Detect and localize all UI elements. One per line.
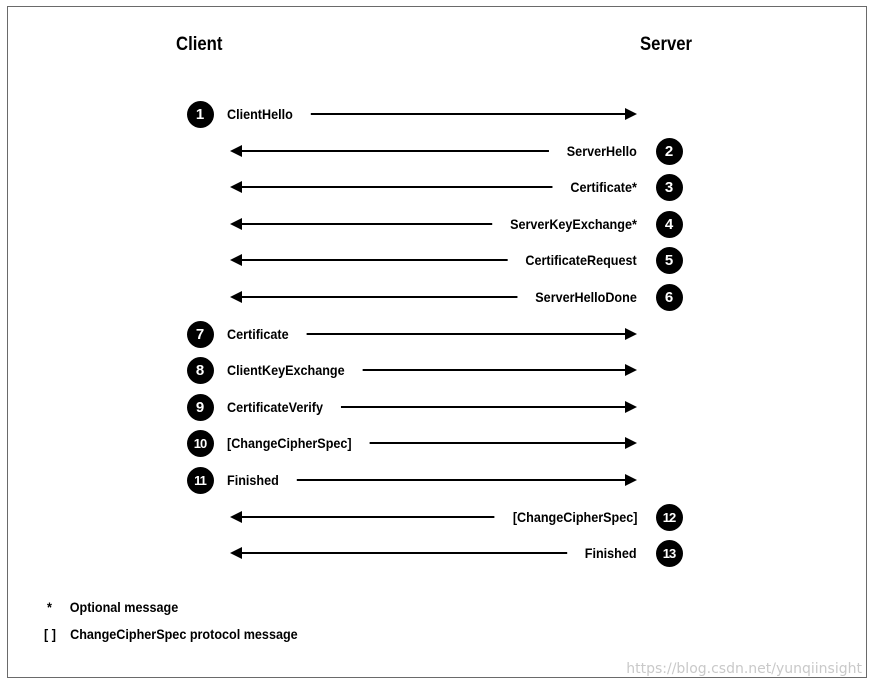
message-label-12: [ChangeCipherSpec] bbox=[512, 509, 637, 525]
message-label-9: CertificateVerify bbox=[227, 399, 323, 415]
step-badge-7: 7 bbox=[186, 320, 214, 348]
message-label-2: ServerHello bbox=[566, 143, 637, 159]
step-badge-11: 11 bbox=[186, 466, 214, 494]
diagram-frame bbox=[7, 6, 867, 678]
step-badge-13: 13 bbox=[655, 539, 683, 567]
step-badge-9: 9 bbox=[186, 393, 214, 421]
legend-ccs: [ ] ChangeCipherSpec protocol message bbox=[44, 626, 298, 642]
message-label-8: ClientKeyExchange bbox=[227, 362, 345, 378]
legend-ccs-text: ChangeCipherSpec protocol message bbox=[70, 626, 298, 642]
step-badge-12: 12 bbox=[655, 503, 683, 531]
message-label-11: Finished bbox=[227, 472, 279, 488]
step-badge-10: 10 bbox=[186, 429, 214, 457]
step-badge-1: 1 bbox=[186, 100, 214, 128]
server-header: Server bbox=[640, 34, 693, 55]
legend-optional-text: Optional message bbox=[69, 599, 179, 615]
step-badge-8: 8 bbox=[186, 356, 214, 384]
legend-optional-symbol: * bbox=[47, 599, 52, 615]
message-label-7: Certificate bbox=[227, 326, 289, 342]
message-label-4: ServerKeyExchange* bbox=[510, 216, 637, 232]
step-badge-6: 6 bbox=[655, 283, 683, 311]
message-label-6: ServerHelloDone bbox=[535, 289, 637, 305]
legend-optional: * Optional message bbox=[47, 599, 178, 615]
message-label-1: ClientHello bbox=[227, 106, 293, 122]
message-label-13: Finished bbox=[585, 545, 637, 561]
message-label-5: CertificateRequest bbox=[525, 252, 637, 268]
message-label-3: Certificate* bbox=[570, 179, 637, 195]
step-badge-5: 5 bbox=[655, 246, 683, 274]
message-label-10: [ChangeCipherSpec] bbox=[227, 435, 352, 451]
client-header: Client bbox=[176, 34, 223, 55]
step-badge-3: 3 bbox=[655, 173, 683, 201]
watermark: https://blog.csdn.net/yunqiinsight bbox=[626, 661, 862, 677]
step-badge-4: 4 bbox=[655, 210, 683, 238]
step-badge-2: 2 bbox=[655, 137, 683, 165]
legend-ccs-symbol: [ ] bbox=[44, 626, 56, 642]
